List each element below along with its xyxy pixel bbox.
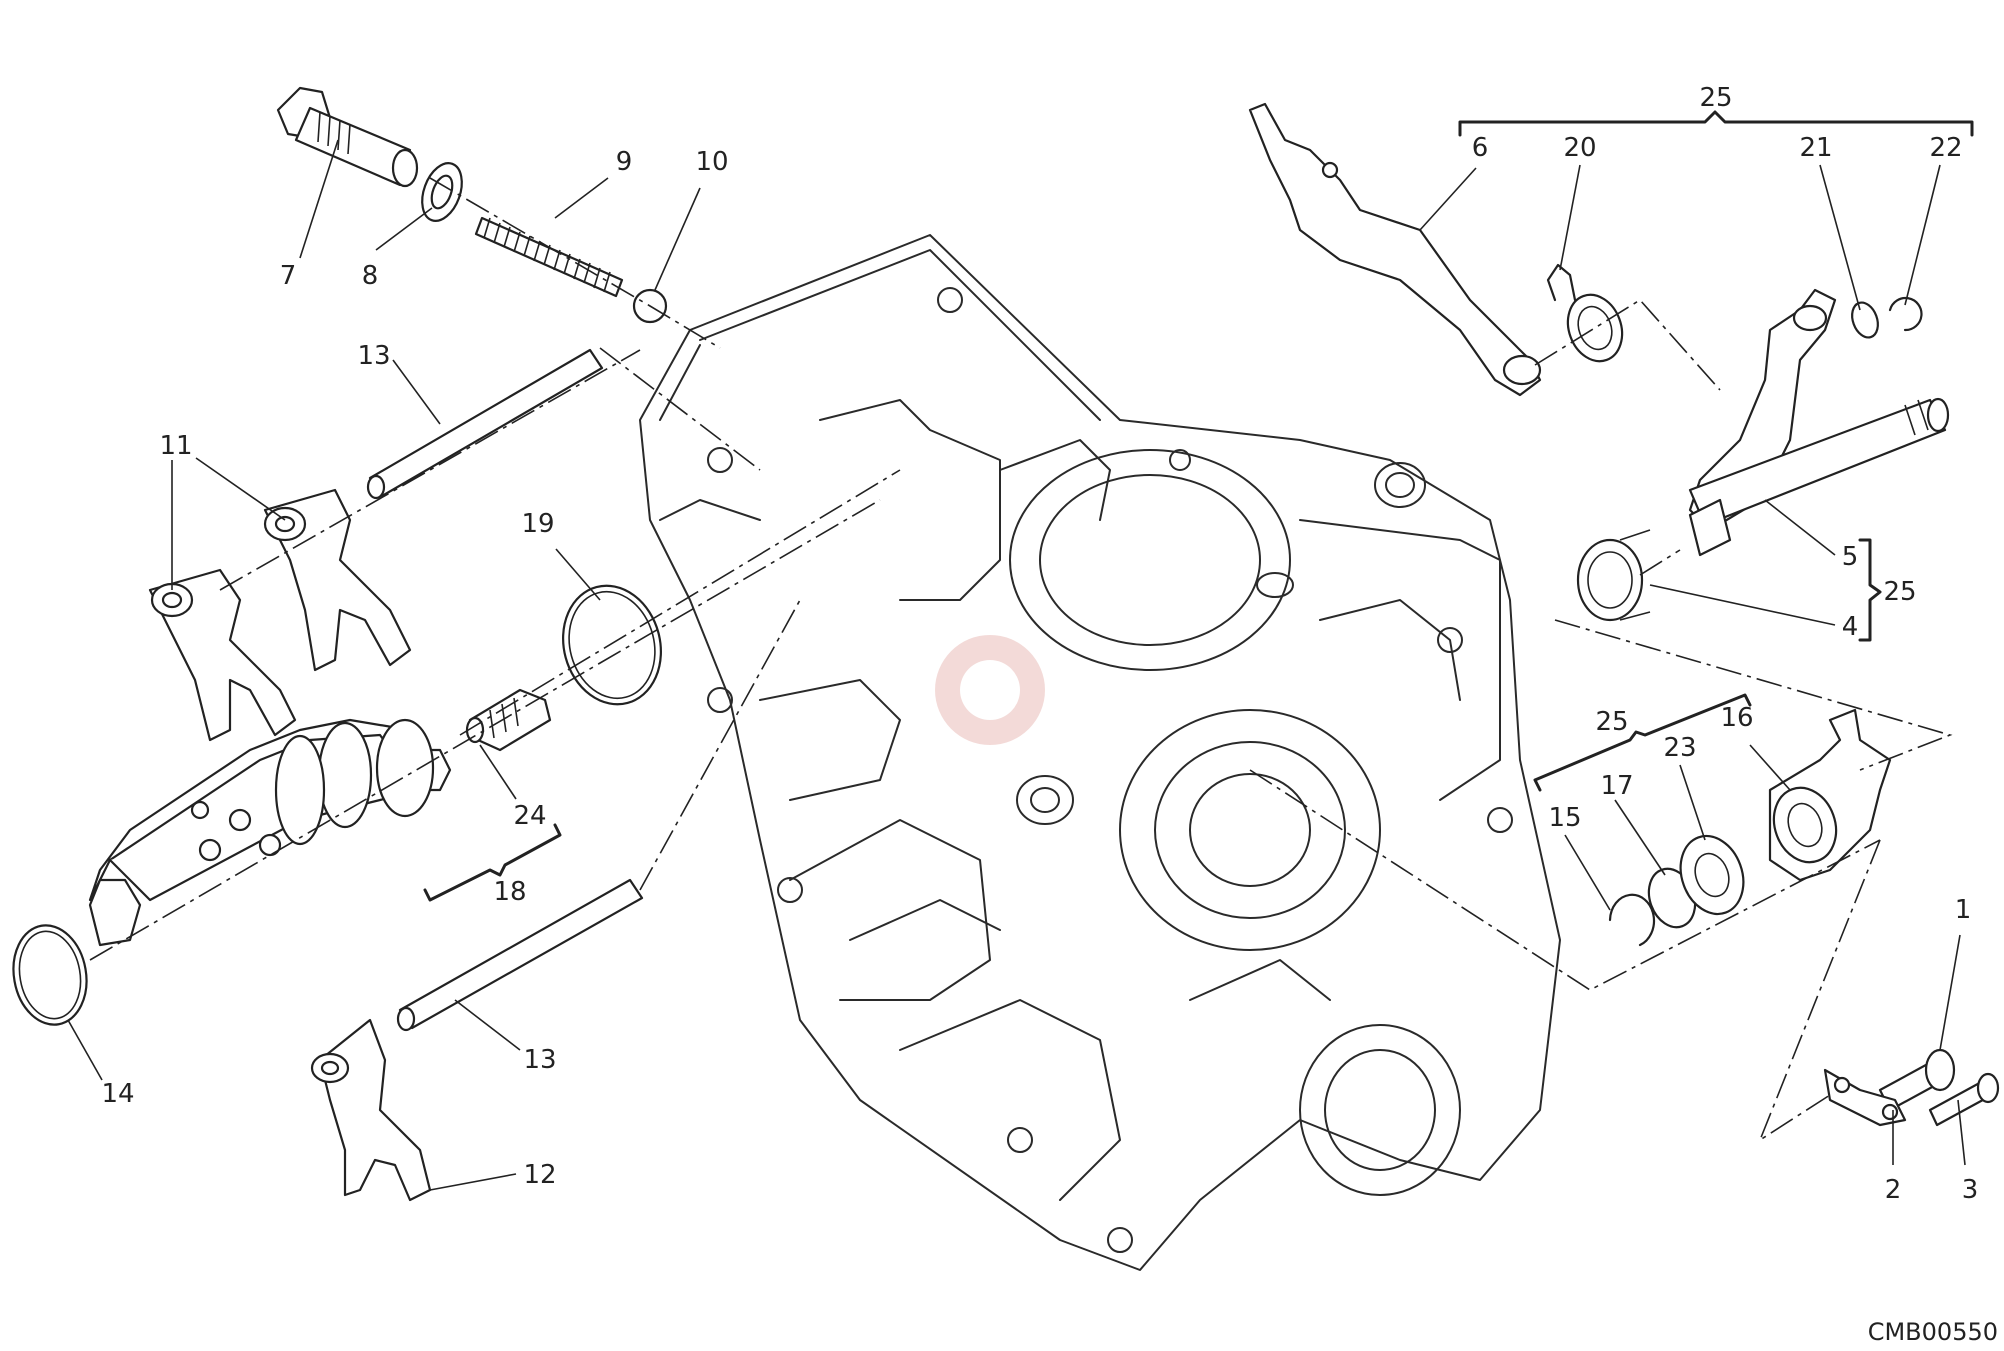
part-22-clip — [1888, 296, 1923, 332]
callout-23: 23 — [1663, 733, 1696, 763]
callout-9: 9 — [616, 147, 633, 177]
callout-21: 21 — [1799, 133, 1832, 163]
crankcase-half — [639, 234, 1561, 1271]
part-23-seal — [1679, 834, 1745, 916]
callout-1: 1 — [1955, 895, 1972, 925]
callout-3: 3 — [1962, 1175, 1979, 1205]
callout-16: 16 — [1720, 703, 1753, 733]
callout-13-lower: 13 — [523, 1045, 556, 1075]
callout-2: 2 — [1885, 1175, 1902, 1205]
callout-10: 10 — [695, 147, 728, 177]
part-14-o-ring — [12, 924, 88, 1026]
assembly-lines — [89, 177, 1953, 1143]
callout-25-top: 25 — [1699, 83, 1732, 113]
brace-18 — [423, 823, 562, 902]
callout-14: 14 — [101, 1079, 134, 1109]
diagram-code: CMB00550 — [1868, 1318, 1998, 1346]
brace-25-middle — [1533, 693, 1752, 792]
part-21-washer — [1851, 301, 1879, 339]
callout-25-middle: 25 — [1595, 707, 1628, 737]
part-11-fork-b — [263, 488, 412, 672]
part-3-screw — [1928, 1072, 2000, 1127]
part-24-sensor — [465, 688, 552, 752]
part-9-spring — [474, 216, 624, 298]
callout-8: 8 — [362, 261, 379, 291]
callout-24: 24 — [513, 801, 546, 831]
part-7-bolt — [276, 86, 419, 188]
callout-11: 11 — [159, 431, 192, 461]
part-18-shift-drum — [88, 718, 452, 947]
callout-7: 7 — [280, 261, 297, 291]
callout-17: 17 — [1600, 771, 1633, 801]
callout-22: 22 — [1929, 133, 1962, 163]
callout-4: 4 — [1842, 612, 1859, 642]
callout-15: 15 — [1548, 803, 1581, 833]
part-15-circlip — [1608, 893, 1656, 947]
callout-19: 19 — [521, 509, 554, 539]
callout-6: 6 — [1472, 133, 1489, 163]
callouts: 1 2 3 4 5 6 7 8 9 10 11 12 13 13 14 15 1… — [101, 83, 1978, 1205]
callout-5: 5 — [1842, 542, 1859, 572]
part-20-spring — [1546, 263, 1624, 363]
leader-lines — [67, 139, 1966, 1191]
part-13-rod-upper — [366, 348, 604, 500]
callout-13-upper: 13 — [357, 341, 390, 371]
part-4-spring — [1576, 529, 1651, 622]
part-19-o-ring — [562, 584, 662, 706]
part-11-fork-a — [148, 568, 297, 742]
part-2-bracket — [1823, 1068, 1907, 1127]
part-13-rod-lower — [396, 878, 644, 1032]
part-5-shift-shaft — [1688, 288, 1950, 557]
part-12-fork — [310, 1018, 432, 1202]
brace-25-right — [1858, 538, 1882, 642]
callout-12: 12 — [523, 1160, 556, 1190]
callout-25-right: 25 — [1883, 577, 1916, 607]
part-8-washer — [421, 162, 463, 222]
part-6-claw — [1248, 102, 1542, 397]
callout-18: 18 — [493, 877, 526, 907]
callout-20: 20 — [1563, 133, 1596, 163]
brace-25-top — [1458, 110, 1974, 137]
part-16-plate — [1768, 708, 1892, 882]
watermark-logo — [935, 635, 1045, 745]
